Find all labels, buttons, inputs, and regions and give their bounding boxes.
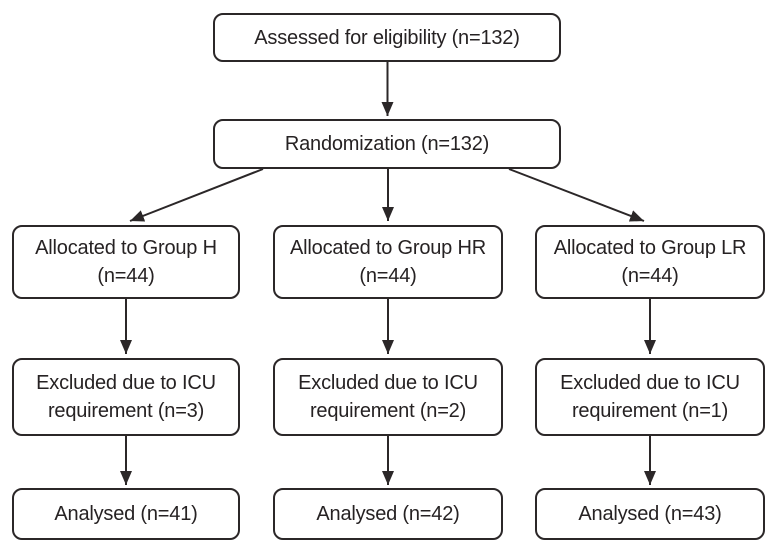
node-label-line1: Allocated to Group LR [553, 237, 747, 259]
node-label: Assessed for eligibility (n=132) [254, 26, 520, 49]
node-label-line2: requirement (n=3) [47, 400, 205, 422]
node-label: Analysed (n=43) [578, 503, 722, 525]
node-label-line1: Allocated to Group H [35, 237, 217, 259]
node-allocated-group-hr: Allocated to Group HR (n=44) [273, 225, 503, 299]
node-allocated-group-lr: Allocated to Group LR (n=44) [535, 225, 765, 299]
node-label-line1: Excluded due to ICU [36, 372, 216, 394]
node-excluded-group-h: Excluded due to ICU requirement (n=3) [12, 358, 240, 436]
node-label-line2: (n=44) [97, 265, 155, 287]
node-analysed-group-lr: Analysed (n=43) [535, 488, 765, 540]
node-analysed-group-h: Analysed (n=41) [12, 488, 240, 540]
node-label-line2: requirement (n=2) [309, 400, 467, 422]
node-label: Analysed (n=42) [316, 503, 460, 525]
node-label: Randomization (n=132) [284, 133, 490, 155]
node-analysed-group-hr: Analysed (n=42) [273, 488, 503, 540]
node-excluded-group-hr: Excluded due to ICU requirement (n=2) [273, 358, 503, 436]
node-label-line2: (n=44) [621, 265, 679, 287]
node-label-line1: Excluded due to ICU [560, 372, 740, 394]
node-label-line2: requirement (n=1) [571, 400, 729, 422]
node-allocated-group-h: Allocated to Group H (n=44) [12, 225, 240, 299]
arrow-randomization-to-group-lr [508, 168, 645, 222]
node-assessed-eligibility: Assessed for eligibility (n=132) [213, 13, 561, 62]
node-label: Analysed (n=41) [54, 503, 198, 525]
node-label-line2: (n=44) [359, 265, 417, 287]
node-label-line1: Allocated to Group HR [290, 237, 486, 259]
node-randomization: Randomization (n=132) [213, 119, 561, 169]
node-label-line1: Excluded due to ICU [298, 372, 478, 394]
arrow-randomization-to-group-h [129, 168, 264, 222]
node-excluded-group-lr: Excluded due to ICU requirement (n=1) [535, 358, 765, 436]
